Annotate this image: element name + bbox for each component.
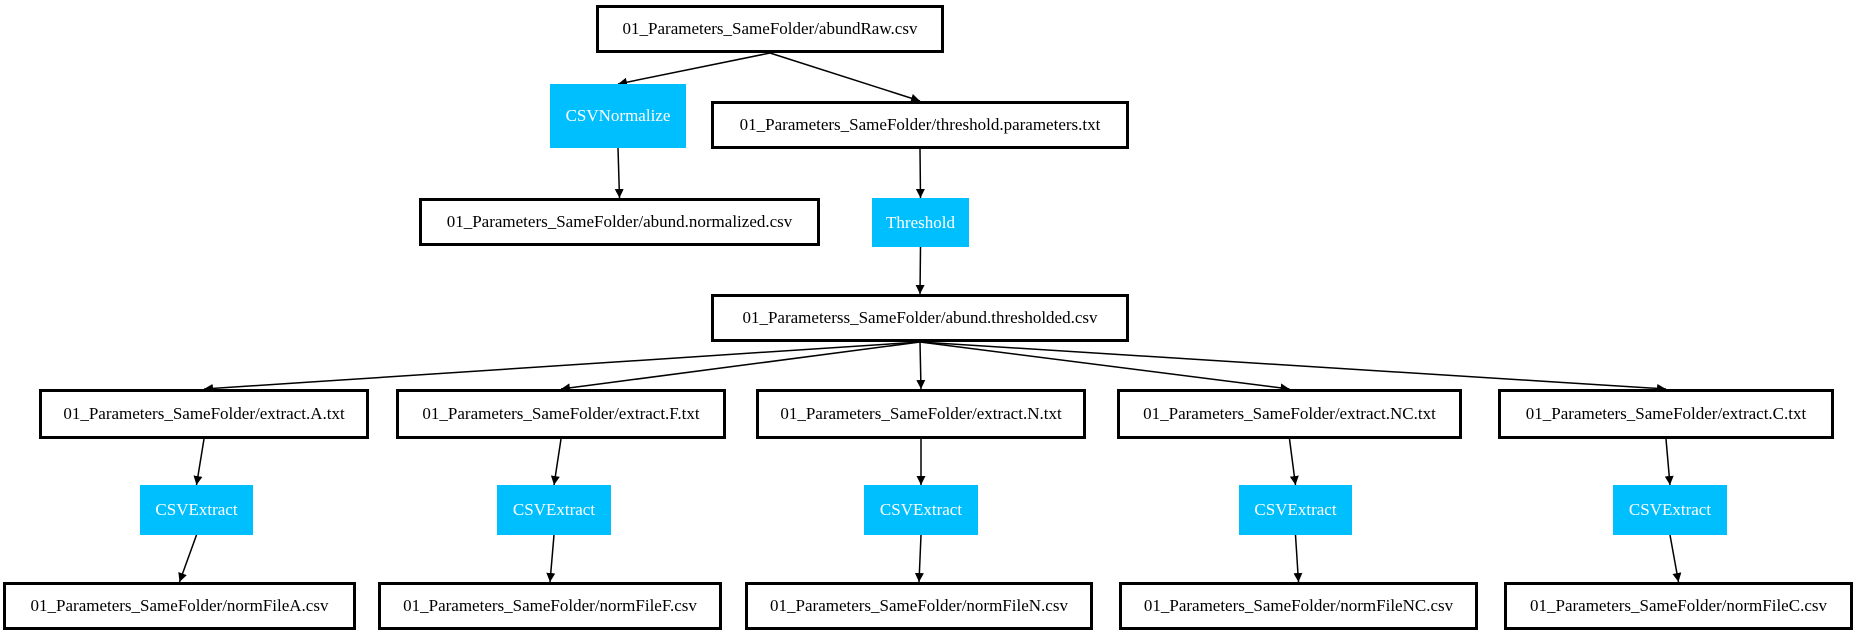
- edge-abund_thresholded-to-extract_f: [560, 341, 921, 393]
- file-node-extract-f: 01_Parameters_SameFolder/extract.F.txt: [396, 389, 726, 439]
- process-node-csv-extract-a: CSVExtract: [140, 485, 253, 535]
- process-node-csv-normalize: CSVNormalize: [550, 84, 686, 148]
- edge-csv_extract_c-to-norm_c: [1669, 534, 1682, 583]
- file-node-extract-a: 01_Parameters_SameFolder/extract.A.txt: [39, 389, 369, 439]
- edge-csv_extract_n-to-norm_n: [914, 534, 924, 583]
- edge-abund_raw-to-csv_normalize: [617, 52, 771, 87]
- process-node-threshold: Threshold: [872, 198, 969, 247]
- edge-abund_thresholded-to-extract_c: [919, 341, 1667, 393]
- edge-abund_thresholded-to-extract_a: [203, 341, 921, 393]
- file-node-abund-raw: 01_Parameters_SameFolder/abundRaw.csv: [596, 5, 944, 53]
- edge-csv_extract_nc-to-norm_nc: [1293, 534, 1303, 583]
- process-node-csv-extract-n: CSVExtract: [864, 485, 978, 535]
- edge-abund_thresholded-to-extract_nc: [919, 341, 1290, 393]
- edge-csv_normalize-to-abund_normalized: [614, 147, 624, 199]
- edge-extract_c-to-csv_extract_c: [1664, 438, 1674, 486]
- edge-abund_raw-to-threshold_params: [769, 52, 921, 103]
- process-node-csv-extract-f: CSVExtract: [497, 485, 611, 535]
- process-node-csv-extract-nc: CSVExtract: [1239, 485, 1352, 535]
- edge-csv_extract_f-to-norm_f: [546, 534, 556, 583]
- file-node-norm-file-c: 01_Parameters_SameFolder/normFileC.csv: [1504, 582, 1853, 630]
- file-node-norm-file-n: 01_Parameters_SameFolder/normFileN.csv: [745, 582, 1093, 630]
- file-node-norm-file-nc: 01_Parameters_SameFolder/normFileNC.csv: [1119, 582, 1478, 630]
- file-node-abund-thresholded: 01_Parameterss_SameFolder/abund.threshol…: [711, 294, 1129, 342]
- edge-threshold_params-to-threshold: [915, 148, 925, 199]
- edge-extract_a-to-csv_extract_a: [193, 438, 205, 486]
- process-node-csv-extract-c: CSVExtract: [1613, 485, 1727, 535]
- edge-threshold-to-abund_thresholded: [915, 246, 925, 295]
- file-node-norm-file-f: 01_Parameters_SameFolder/normFileF.csv: [378, 582, 722, 630]
- file-node-threshold-parameters: 01_Parameters_SameFolder/threshold.param…: [711, 101, 1129, 149]
- file-node-extract-nc: 01_Parameters_SameFolder/extract.NC.txt: [1117, 389, 1462, 439]
- edge-csv_extract_a-to-norm_a: [178, 534, 198, 583]
- file-node-norm-file-a: 01_Parameters_SameFolder/normFileA.csv: [3, 582, 356, 630]
- file-node-extract-n: 01_Parameters_SameFolder/extract.N.txt: [756, 389, 1086, 439]
- edge-extract_nc-to-csv_extract_nc: [1288, 438, 1299, 486]
- edge-abund_thresholded-to-extract_n: [916, 341, 926, 390]
- file-node-abund-normalized: 01_Parameters_SameFolder/abund.normalize…: [419, 198, 820, 246]
- edge-extract_f-to-csv_extract_f: [550, 438, 562, 486]
- file-node-extract-c: 01_Parameters_SameFolder/extract.C.txt: [1498, 389, 1834, 439]
